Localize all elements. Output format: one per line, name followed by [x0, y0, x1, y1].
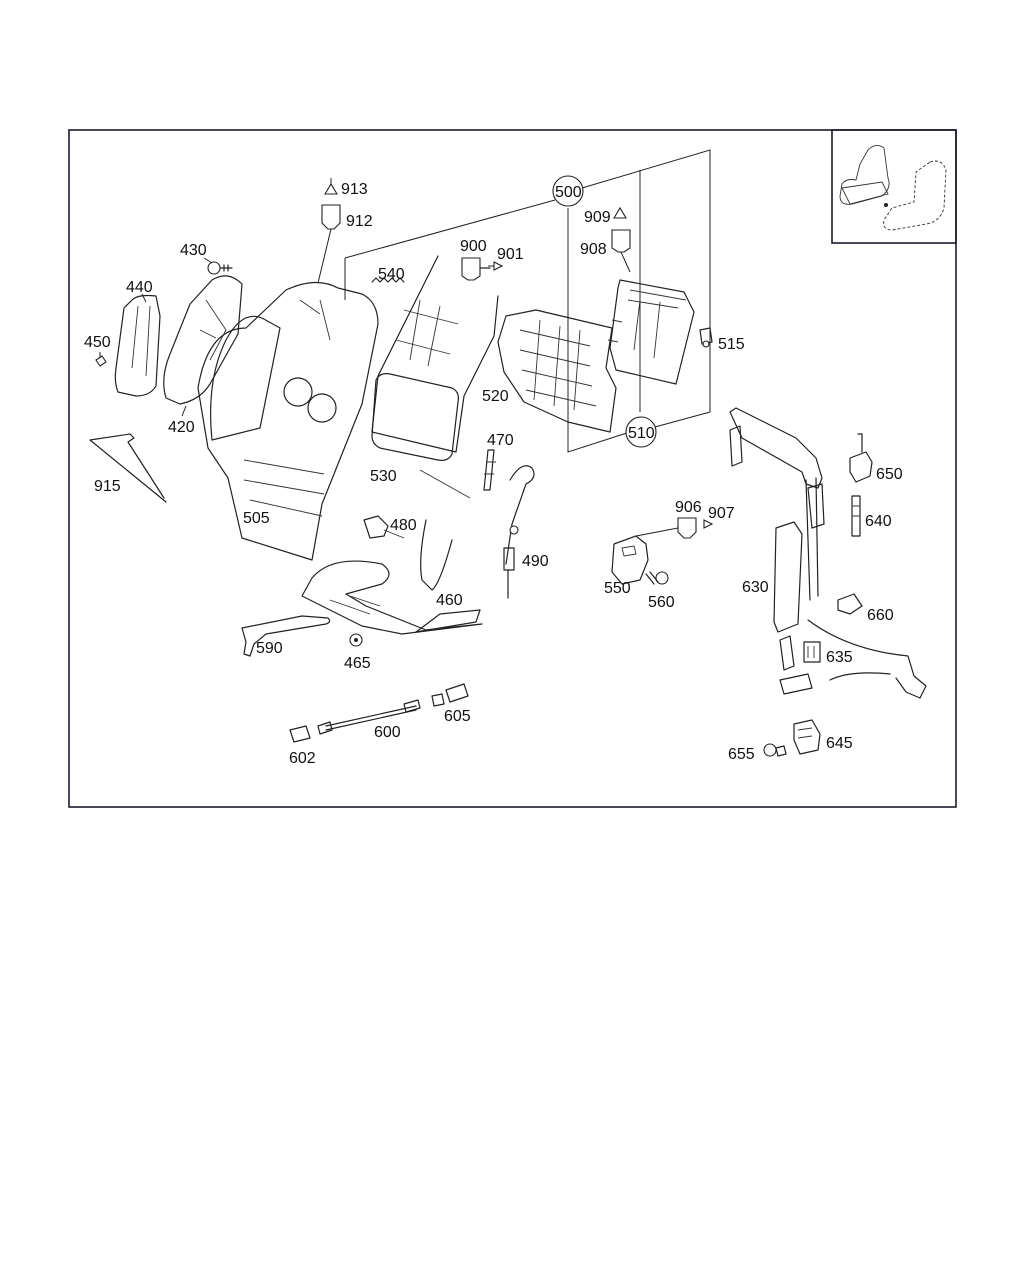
- backrest-plate-520: [497, 309, 617, 433]
- label-602: 602: [289, 750, 316, 767]
- clip-900-icon: [461, 257, 491, 281]
- label-912: 912: [346, 213, 373, 230]
- motor-track-630: [729, 407, 927, 699]
- connector-650: [849, 433, 873, 483]
- control-module: [607, 279, 695, 385]
- label-560: 560: [648, 594, 675, 611]
- label-915: 915: [94, 478, 121, 495]
- relay-645: [793, 719, 821, 755]
- switch-550: [611, 535, 649, 585]
- relay-635: [803, 641, 821, 663]
- label-510-circle: [625, 416, 657, 448]
- label-515: 515: [718, 336, 745, 353]
- clip-901-icon: [488, 261, 504, 271]
- screw-560-icon: [645, 571, 669, 585]
- backrest-frame-505: [197, 281, 379, 561]
- label-490: 490: [522, 553, 549, 570]
- label-908: 908: [580, 241, 607, 258]
- seat-location-icon: [831, 129, 957, 244]
- screw-430-icon: [203, 257, 233, 275]
- label-460: 460: [436, 592, 463, 609]
- spring-540: [371, 277, 405, 283]
- label-590: 590: [256, 640, 283, 657]
- label-913: 913: [341, 181, 368, 198]
- label-605: 605: [444, 708, 471, 725]
- strip-915: [89, 433, 167, 503]
- label-645: 645: [826, 735, 853, 752]
- connector-602: [289, 725, 311, 743]
- label-909: 909: [584, 209, 611, 226]
- clip-906-icon: [635, 517, 697, 539]
- label-635: 635: [826, 649, 853, 666]
- label-901: 901: [497, 246, 524, 263]
- lever-590: [241, 615, 331, 657]
- label-510: 510: [628, 425, 655, 442]
- label-470: 470: [487, 432, 514, 449]
- clip-913-icon: [324, 178, 338, 195]
- connector-660: [837, 593, 863, 615]
- clip-480: [363, 515, 405, 539]
- label-440: 440: [126, 279, 153, 296]
- label-465: 465: [344, 655, 371, 672]
- button-465-icon: [349, 633, 363, 647]
- label-520: 520: [482, 388, 509, 405]
- side-panel-420: [163, 275, 243, 405]
- label-430: 430: [180, 242, 207, 259]
- label-640: 640: [865, 513, 892, 530]
- label-530: 530: [370, 468, 397, 485]
- sensor-470: [483, 449, 496, 491]
- clip-908-icon: [611, 229, 631, 273]
- lumbar-mat-530: [371, 255, 499, 499]
- diagram-frame: [68, 129, 957, 808]
- assembly-bracket-lines: [344, 149, 711, 453]
- label-900: 900: [460, 238, 487, 255]
- clip-907-icon: [703, 519, 714, 529]
- clip-909-icon: [613, 206, 627, 219]
- sensor-640: [851, 495, 861, 537]
- label-505: 505: [243, 510, 270, 527]
- cable-490: [503, 465, 535, 599]
- seat-pan-460: [301, 519, 483, 635]
- label-630: 630: [742, 579, 769, 596]
- pin-450-icon: [95, 352, 107, 367]
- part-labels: 913 912 430 440 450 420 915 505 540 900 …: [84, 175, 903, 767]
- grommet-655-icon: [763, 743, 787, 757]
- clip-912-icon: [317, 204, 341, 284]
- label-480: 480: [390, 517, 417, 534]
- connector-605: [431, 683, 469, 707]
- label-540: 540: [378, 266, 405, 283]
- label-450: 450: [84, 334, 111, 351]
- label-600: 600: [374, 724, 401, 741]
- label-420: 420: [168, 419, 195, 436]
- label-550: 550: [604, 580, 631, 597]
- label-500-circle: [552, 175, 584, 207]
- flex-shaft-600: [317, 699, 421, 735]
- connector-515: [699, 327, 713, 348]
- label-660: 660: [867, 607, 894, 624]
- label-655: 655: [728, 746, 755, 763]
- label-500: 500: [555, 184, 582, 201]
- label-907: 907: [708, 505, 735, 522]
- back-cover-440: [114, 294, 161, 397]
- label-650: 650: [876, 466, 903, 483]
- label-906: 906: [675, 499, 702, 516]
